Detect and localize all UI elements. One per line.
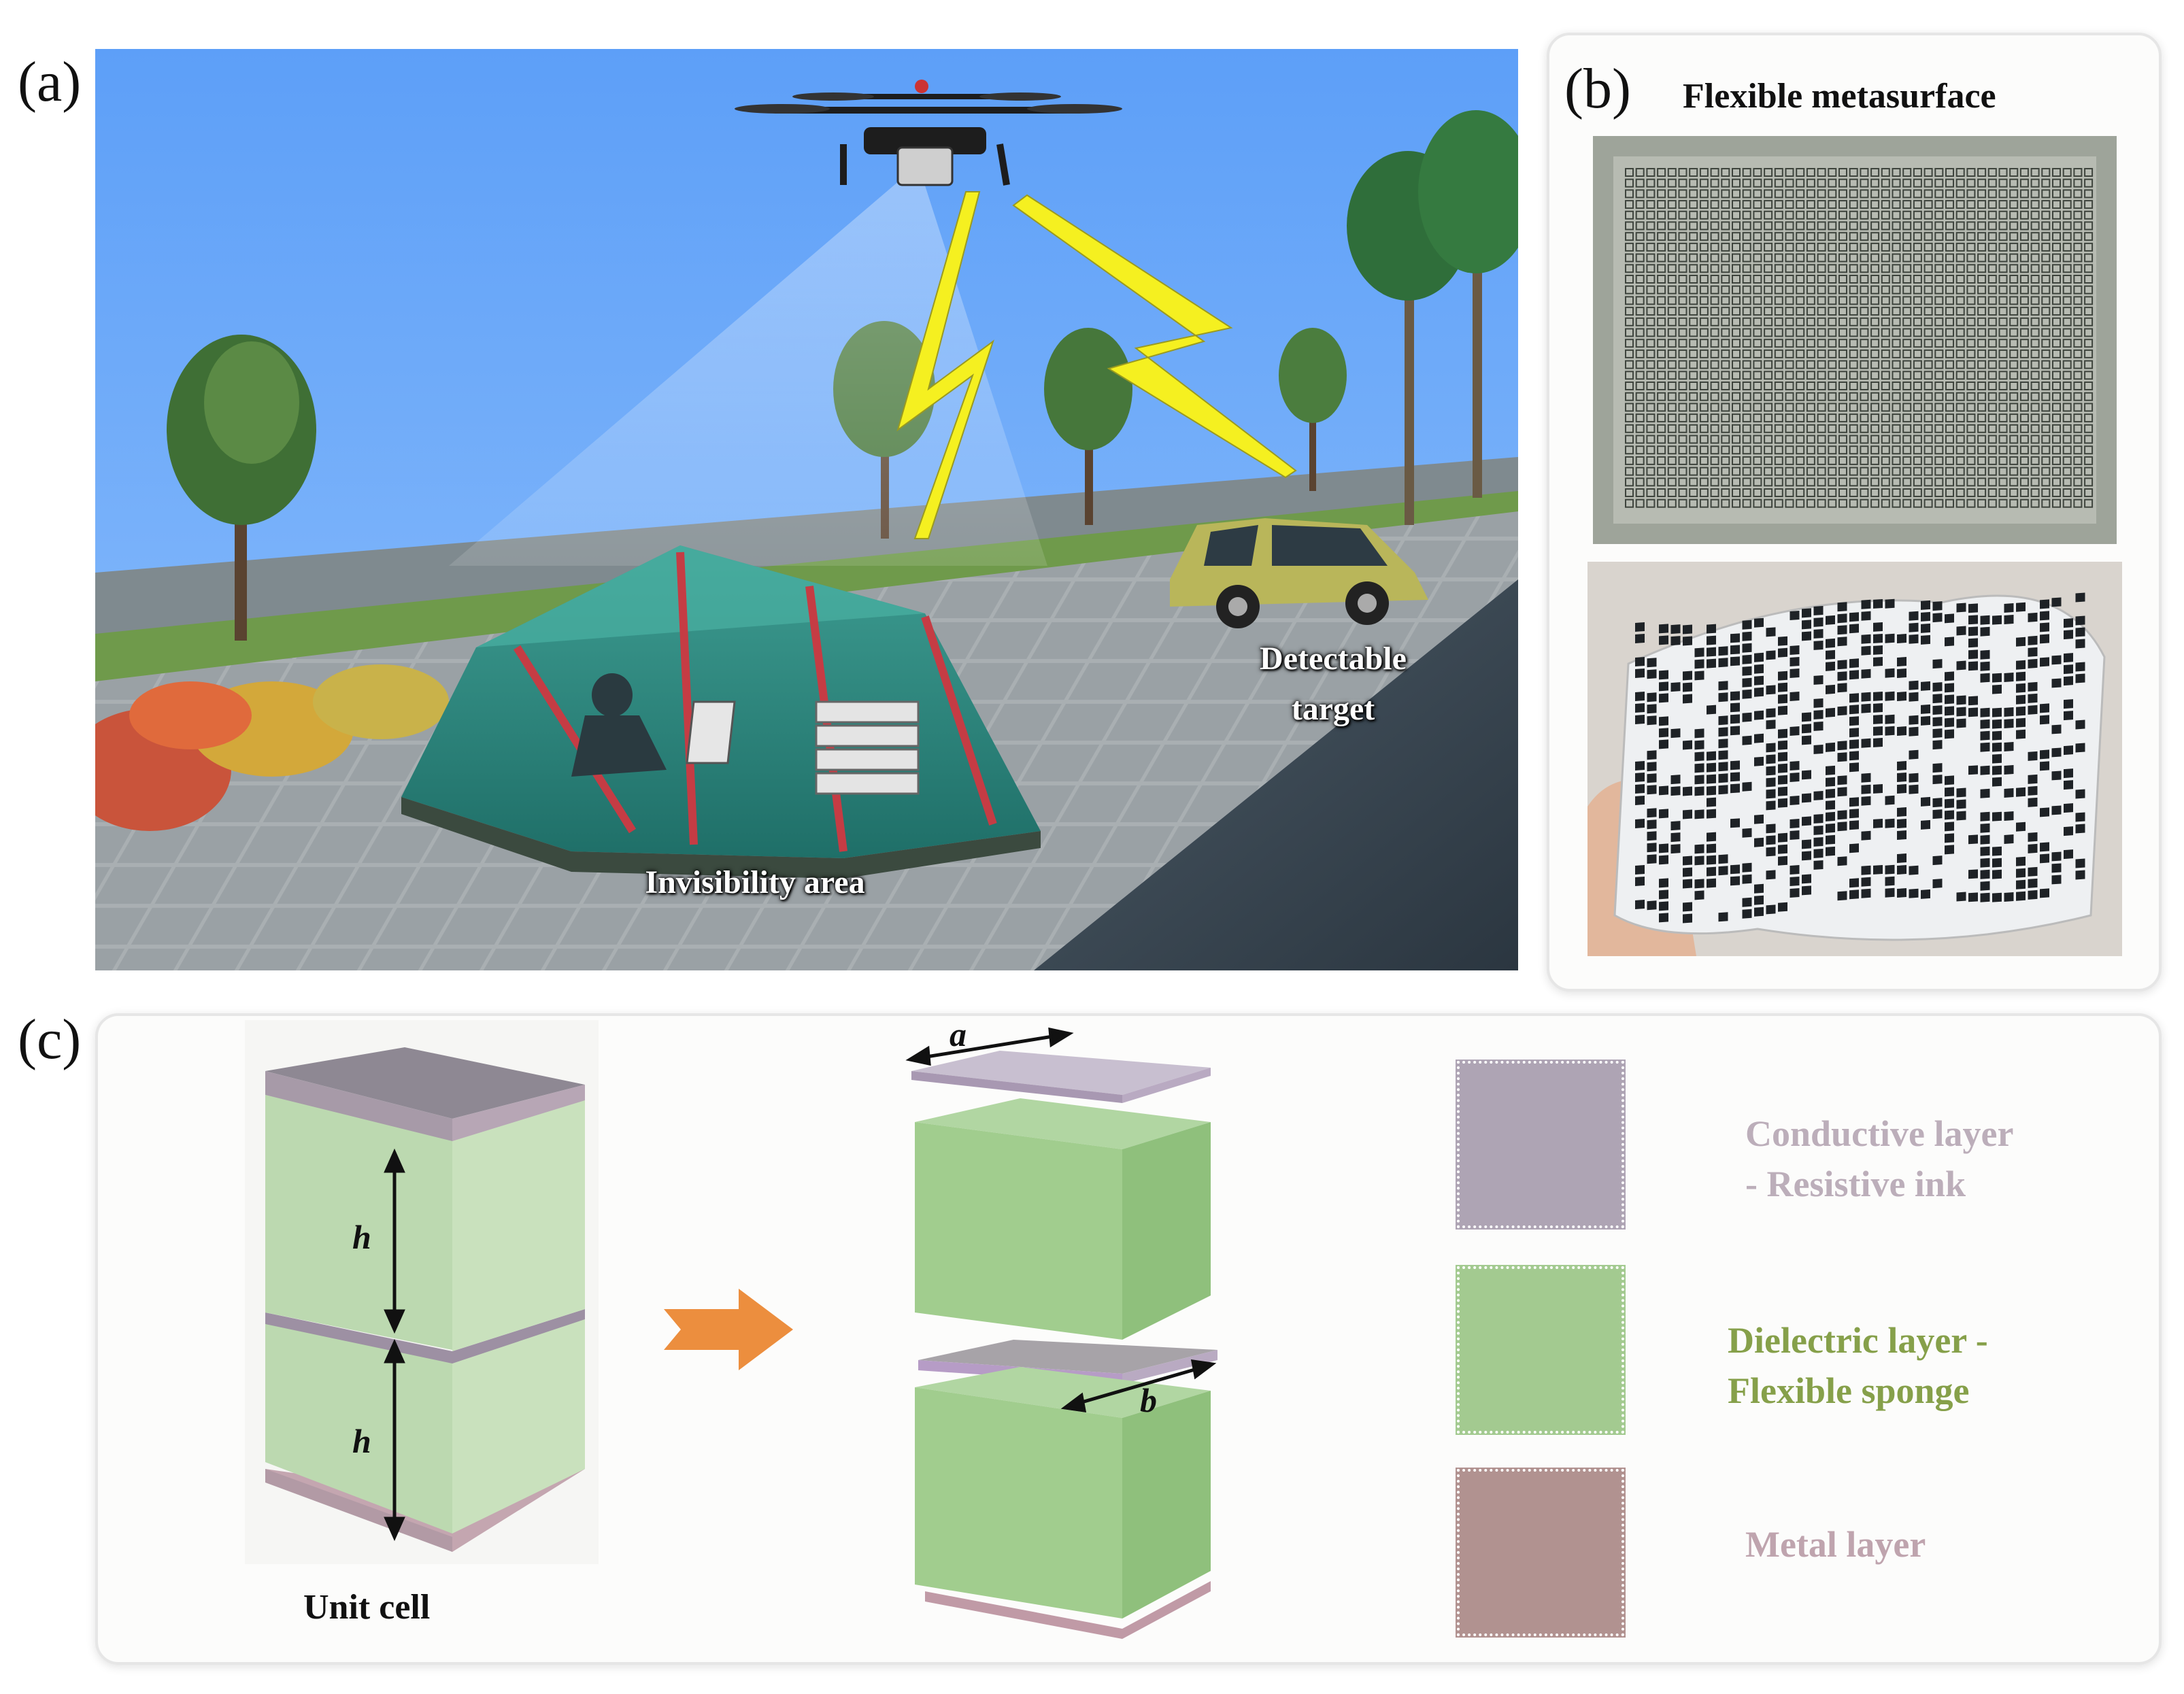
road: [1034, 579, 1518, 970]
lightning-right: [1012, 194, 1297, 479]
dielectric-block-lower: [915, 1387, 1122, 1619]
legend-label-conductive: Conductive layer - Resistive ink: [1745, 1108, 2013, 1209]
flat-metasurface-grid: [1593, 136, 2117, 544]
legend-dielectric-line1: Dielectric layer -: [1728, 1320, 1988, 1361]
dielectric-block-top: [265, 1095, 452, 1350]
dim-h-bottom: h: [352, 1422, 371, 1460]
panel-b-label: (b): [1564, 57, 1631, 120]
legend-swatch-metal: [1456, 1468, 1626, 1638]
metasurface-photo-bent: [1587, 562, 2122, 956]
transition-arrow: [664, 1289, 793, 1370]
legend-label-metal: Metal layer: [1745, 1524, 1926, 1565]
flower-bed: [95, 664, 449, 831]
bent-metasurface-pattern: [1587, 562, 2122, 956]
dim-h-top: h: [352, 1218, 371, 1256]
dim-a: a: [950, 1015, 967, 1053]
car: [1170, 518, 1428, 628]
drone: [735, 80, 1122, 186]
metasurface-photo-flat: [1593, 136, 2117, 544]
panel-a-scene: Invisibility area Detectable target: [95, 49, 1518, 970]
dim-b: b: [1140, 1381, 1157, 1419]
legend-conductive-line2: - Resistive ink: [1745, 1164, 1966, 1204]
detectable-target-line1: Detectable: [1260, 641, 1407, 677]
exploded-view-figure: a b: [898, 1015, 1238, 1646]
tree-mid-2: [1044, 328, 1132, 525]
tent: [401, 545, 1041, 879]
legend-label-dielectric: Dielectric layer - Flexible sponge: [1728, 1315, 1988, 1416]
tree-left: [167, 335, 316, 641]
legend-swatch-conductive: [1456, 1060, 1626, 1230]
detectable-target-line2: target: [1291, 691, 1375, 727]
dielectric-block-bottom: [265, 1323, 452, 1534]
invisibility-area-label: Invisibility area: [645, 864, 865, 900]
legend-dielectric-line2: Flexible sponge: [1728, 1370, 1970, 1411]
unit-cell-figure: h h: [245, 1020, 599, 1564]
dielectric-block-upper: [915, 1122, 1122, 1340]
detectable-target-label: Detectable target: [1183, 634, 1483, 734]
panel-b-title: Flexible metasurface: [1683, 77, 1996, 116]
palm-trees: [1347, 110, 1518, 525]
panel-c-label: (c): [18, 1008, 82, 1071]
legend-swatch-dielectric: [1456, 1265, 1626, 1435]
panel-a-label: (a): [18, 50, 82, 114]
unit-cell-caption: Unit cell: [303, 1588, 431, 1627]
lightning-left: [896, 191, 994, 539]
scene-illustration: [95, 49, 1518, 970]
tree-mid-3: [1279, 328, 1347, 491]
radar-beam: [449, 165, 1047, 566]
legend-conductive-line1: Conductive layer: [1745, 1113, 2014, 1154]
